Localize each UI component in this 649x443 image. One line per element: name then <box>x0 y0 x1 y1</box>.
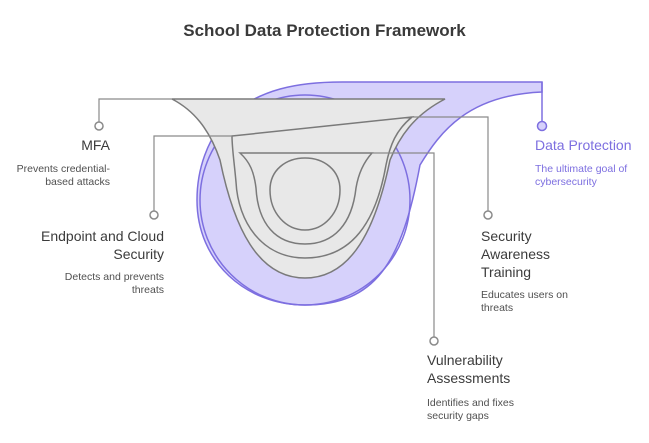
awareness-connector <box>412 116 489 215</box>
data-protection-label: Data Protection <box>535 137 632 153</box>
endpoint-label: Endpoint and Cloud Security <box>41 228 164 262</box>
awareness-label: Security Awareness Training <box>481 228 551 280</box>
awareness-description: Educates users on threats <box>481 289 568 314</box>
mfa-dot <box>94 121 104 131</box>
endpoint-dot <box>149 210 159 220</box>
core-circle-outline <box>199 94 411 306</box>
vulnerability-label: Vulnerability Assessments <box>427 352 511 386</box>
vulnerability-description: Identifies and fixes security gaps <box>427 397 514 422</box>
mfa-connector <box>98 98 172 126</box>
endpoint-connector <box>153 135 232 215</box>
data-protection-dot <box>536 120 548 132</box>
mfa-label: MFA <box>81 137 110 153</box>
data-protection-description: The ultimate goal of cybersecurity <box>535 163 628 188</box>
mfa-description: Prevents credential-based attacks <box>16 163 110 188</box>
vulnerability-connector <box>372 152 435 341</box>
inner-core <box>269 157 341 231</box>
endpoint-description: Detects and prevents threats <box>64 271 164 296</box>
diagram-title: School Data Protection Framework <box>183 21 466 40</box>
vulnerability-dot <box>429 336 439 346</box>
awareness-dot <box>483 210 493 220</box>
